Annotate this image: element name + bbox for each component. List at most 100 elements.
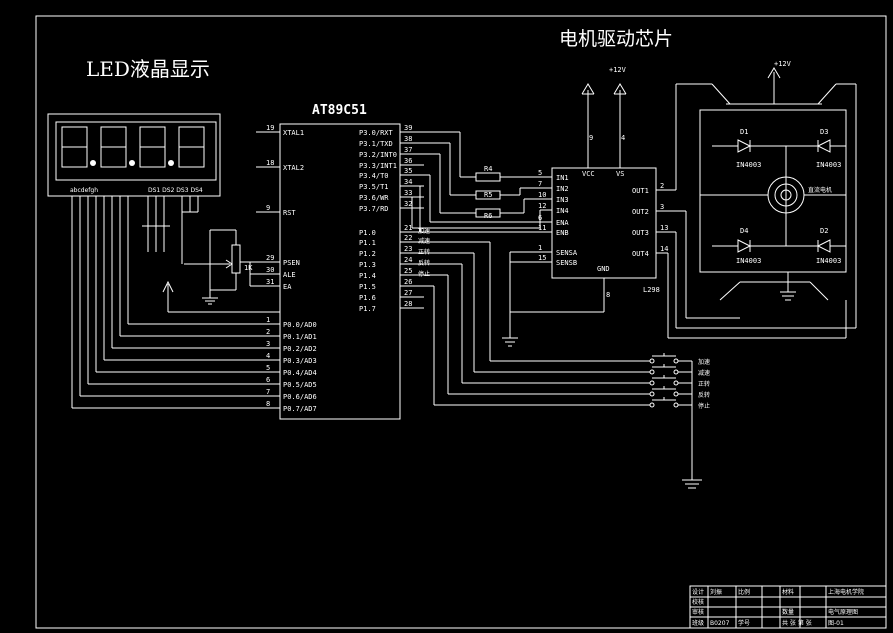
diode-d4-ref: D4: [740, 227, 748, 235]
l298-pin-number: 5: [538, 169, 542, 177]
l298-chip: L298 VCC VS GND +12V 9 4 8 5IN17IN210IN3…: [502, 66, 668, 347]
mcu-pin-label: P1.4: [359, 272, 376, 280]
mcu-pin-label: P0.6/AD6: [283, 393, 317, 401]
mcu-pin-label: P0.1/AD1: [283, 333, 317, 341]
mcu-pin-number: 5: [266, 364, 270, 372]
l298-pin-gnd: 8: [606, 291, 610, 299]
mcu-pin-number: 1: [266, 316, 270, 324]
l298-pin-number: 6: [538, 214, 542, 222]
mcu-pin-label: P0.7/AD7: [283, 405, 317, 413]
l298-pin-number: 10: [538, 191, 546, 199]
button-label: 反转: [698, 391, 710, 399]
button-net-label: 减速: [418, 237, 430, 245]
l298-pin-label: SENSA: [556, 249, 578, 257]
diode-d2-part: IN4003: [816, 257, 841, 265]
button-net-label: 加速: [418, 227, 430, 235]
mcu-pin-label: P0.3/AD3: [283, 357, 317, 365]
diode-d3-ref: D3: [820, 128, 828, 136]
mcu-pin-label: EA: [283, 283, 292, 291]
mcu-pin-number: 25: [404, 267, 412, 275]
diode-d2-ref: D2: [820, 227, 828, 235]
motor-driver-title: 电机驱动芯片: [559, 28, 673, 50]
mcu-pin-label: P1.3: [359, 261, 376, 269]
title-block-cell: 比例: [738, 588, 750, 596]
mcu-pin-number: 26: [404, 278, 412, 286]
l298-pin-vs: 4: [621, 134, 625, 142]
button-net-label: 正转: [418, 248, 430, 256]
mcu-pin-label: P0.4/AD4: [283, 369, 317, 377]
mcu-pin-label: ALE: [283, 271, 296, 279]
l298-pin-label: OUT2: [632, 208, 649, 216]
l298-pin-label: IN1: [556, 174, 569, 182]
push-button: 加速: [649, 353, 710, 366]
mcu-pin-label: P1.1: [359, 239, 376, 247]
title-block-cell: 电气原理图: [828, 608, 858, 616]
title-block-cell: 共 张 第 张: [782, 619, 812, 627]
title-block-cell: 学号: [738, 619, 750, 627]
title-block-cell: 校核: [692, 598, 704, 606]
led-bus-wires: [71, 196, 280, 409]
mcu-pin-number: 32: [404, 200, 412, 208]
l298-gnd: GND: [597, 265, 610, 273]
mcu-pin-label: P3.5/T1: [359, 183, 389, 191]
diode-d3-part: IN4003: [816, 161, 841, 169]
l298-pin-number: 3: [660, 203, 664, 211]
led-display-title: LED液晶显示: [86, 57, 210, 81]
mcu-pin-label: XTAL2: [283, 164, 304, 172]
l298-pin-label: IN2: [556, 185, 569, 193]
button-label: 停止: [698, 402, 710, 410]
title-block-cell: 设计: [692, 588, 704, 596]
mcu-name: AT89C51: [312, 103, 367, 118]
l298-pin-label: OUT1: [632, 187, 649, 195]
mcu-pin-label: RST: [283, 209, 296, 217]
mcu-pin-label: PSEN: [283, 259, 300, 267]
mcu-pin-number: 29: [266, 254, 274, 262]
mcu-pin-number: 30: [266, 266, 274, 274]
mcu-pin-number: 7: [266, 388, 270, 396]
mcu-pin-number: 21: [404, 224, 412, 232]
l298-pin-label: ENB: [556, 229, 569, 237]
l298-pin-label: ENA: [556, 219, 569, 227]
diode-d1-part: IN4003: [736, 161, 761, 169]
diode-d4-part: IN4003: [736, 257, 761, 265]
mcu-pin-number: 27: [404, 289, 412, 297]
l298-pin-label: OUT3: [632, 229, 649, 237]
diode-d1-ref: D1: [740, 128, 748, 136]
title-block-cell: 班级: [692, 619, 704, 627]
l298-name: L298: [643, 286, 660, 294]
l298-pin-number: 2: [660, 182, 664, 190]
title-block-cell: 刘振: [710, 588, 722, 596]
l298-pin-number: 11: [538, 224, 546, 232]
mcu-pin-label: P1.2: [359, 250, 376, 258]
l298-pin-label: IN4: [556, 207, 569, 215]
title-block-cell: 数量: [782, 608, 794, 616]
l298-pin-number: 7: [538, 180, 542, 188]
mcu-pin-label: P1.6: [359, 294, 376, 302]
button-net-label: 反转: [418, 259, 430, 267]
title-block-cell: 材料: [782, 588, 794, 596]
mcu-pin-number: 8: [266, 400, 270, 408]
mcu-pin-number: 28: [404, 300, 412, 308]
mcu-pin-label: P3.1/TXD: [359, 140, 393, 148]
resistor-r5-label: R5: [484, 191, 492, 199]
mcu-pin-number: 2: [266, 328, 270, 336]
mcu-pin-number: 33: [404, 189, 412, 197]
mcu-pin-label: P1.7: [359, 305, 376, 313]
resistor-r6-label: R6: [484, 212, 492, 220]
mcu-pin-number: 18: [266, 159, 274, 167]
button-net-label: 停止: [418, 270, 430, 278]
mcu-pin-number: 39: [404, 124, 412, 132]
push-button: 减速: [649, 364, 710, 377]
l298-vs: VS: [616, 170, 624, 178]
mcu-pin-label: P3.7/RD: [359, 205, 389, 213]
mcu-pin-label: P1.5: [359, 283, 376, 291]
mcu-pin-number: 31: [266, 278, 274, 286]
mcu-pin-label: P0.0/AD0: [283, 321, 317, 329]
button-label: 减速: [698, 369, 710, 377]
l298-pin-label: IN3: [556, 196, 569, 204]
mcu-pin-number: 3: [266, 340, 270, 348]
mcu-pin-label: P1.0: [359, 229, 376, 237]
